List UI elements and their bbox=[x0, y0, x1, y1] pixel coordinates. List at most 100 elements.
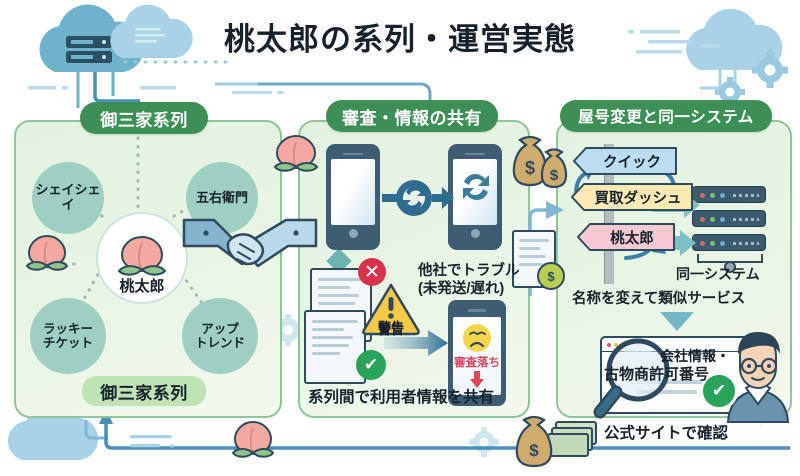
warning-badge-value: 警告 bbox=[377, 322, 404, 337]
browser-content-lines bbox=[602, 352, 748, 394]
led-blue bbox=[720, 216, 725, 222]
check-icon: ✔ bbox=[700, 372, 738, 410]
money-bag-icon: $ bbox=[515, 415, 597, 468]
server-caption: 同一システム bbox=[676, 266, 760, 282]
trouble-caption: 他社でトラブル (未発送/遅れ) bbox=[418, 262, 520, 298]
node-sheisei[interactable]: シェイシェイ bbox=[32, 162, 104, 234]
peach-icon bbox=[25, 234, 69, 271]
doc-line bbox=[318, 278, 364, 281]
phone-speaker bbox=[343, 153, 363, 155]
doc-line bbox=[318, 302, 355, 305]
sync-icon bbox=[463, 174, 489, 200]
gear-icon bbox=[715, 48, 788, 107]
sign-momotaro: 桃太郎 bbox=[577, 223, 675, 251]
node-label-line1: アップ bbox=[201, 321, 239, 336]
doc-line bbox=[312, 336, 354, 339]
svg-text:$: $ bbox=[529, 441, 539, 460]
server-vents bbox=[733, 218, 759, 221]
server-vents bbox=[733, 242, 759, 245]
led-blue bbox=[720, 192, 725, 198]
warning-badge-label: 警告 bbox=[366, 322, 416, 338]
doc-line bbox=[312, 352, 340, 355]
doc-line bbox=[318, 294, 360, 297]
phone-speaker bbox=[468, 309, 486, 312]
server-icon bbox=[692, 234, 766, 251]
server-icon bbox=[692, 210, 766, 227]
phone-screen: 審査落ち bbox=[453, 316, 501, 395]
flow-arrow bbox=[384, 330, 448, 356]
node-label-line2: チケット bbox=[42, 336, 93, 350]
warning-badge-text: 警告 bbox=[378, 320, 404, 335]
led-red bbox=[700, 192, 705, 198]
node-lucky-ticket[interactable]: ラッキー チケット bbox=[30, 298, 106, 374]
server-icon bbox=[692, 186, 766, 203]
money-bag-icon: $ $ bbox=[512, 135, 568, 189]
phone-speaker bbox=[465, 153, 485, 155]
server-vents bbox=[733, 194, 759, 197]
node-momotaro-center[interactable]: 桃太郎 bbox=[96, 212, 188, 304]
panel-yago-title: 屋号変更と同一システム bbox=[560, 100, 772, 132]
panel-keiretsu-title: 御三家系列 bbox=[80, 102, 208, 134]
sad-face-icon bbox=[463, 323, 491, 352]
doc-line bbox=[519, 263, 543, 266]
cloud-icon bbox=[110, 4, 193, 58]
sign-momotaro-text: 桃太郎 bbox=[610, 229, 654, 247]
gear-icon bbox=[469, 427, 499, 457]
doc-line bbox=[519, 239, 549, 242]
cloud-icon bbox=[686, 8, 783, 71]
content-line bbox=[636, 390, 698, 394]
server-icon bbox=[66, 36, 112, 63]
flow-connector-right bbox=[528, 201, 564, 296]
browser-info-line2: 古物商許可番号 bbox=[604, 366, 710, 383]
sign-kaitori-text: 買取ダッシュ bbox=[595, 189, 682, 207]
sign-quick: クイック bbox=[573, 147, 677, 175]
share-caption: 系列間で利用者情報を共有 bbox=[308, 389, 495, 406]
led-green bbox=[710, 216, 715, 222]
dot-yellow bbox=[614, 342, 618, 347]
phone-screen bbox=[453, 159, 497, 225]
peach-icon bbox=[117, 235, 167, 276]
doc-line bbox=[312, 320, 358, 323]
check-icon: ✔ bbox=[356, 350, 386, 380]
panel-keiretsu-footer: 御三家系列 bbox=[82, 376, 206, 406]
svg-text:$: $ bbox=[550, 167, 559, 184]
sign-quick-text: クイック bbox=[603, 154, 661, 171]
browser-info-line1: 会社情報・ bbox=[660, 348, 730, 364]
phone-screen bbox=[331, 159, 375, 225]
svg-text:$: $ bbox=[525, 158, 535, 178]
person-icon bbox=[726, 332, 790, 423]
doc-line bbox=[519, 255, 546, 258]
server-base-connector bbox=[697, 254, 763, 273]
sync-icon bbox=[382, 180, 454, 216]
phone-home-button bbox=[348, 229, 358, 238]
node-uptrend[interactable]: アップ トレンド bbox=[182, 298, 258, 374]
trouble-line-1: 他社でトラブル bbox=[418, 263, 520, 279]
document-approved bbox=[304, 310, 366, 384]
page-title: 桃太郎の系列・運営実態 bbox=[224, 22, 576, 57]
peach-icon bbox=[231, 420, 275, 458]
phone-result: 審査落ち bbox=[448, 300, 506, 406]
coin-icon: $ bbox=[537, 262, 565, 290]
panel-shinsa-title: 審査・情報の共有 bbox=[326, 100, 498, 132]
dot-red bbox=[607, 342, 611, 347]
led-blue bbox=[720, 240, 725, 246]
node-label-line1: ラッキー bbox=[42, 321, 93, 336]
doc-line bbox=[312, 328, 345, 331]
rename-caption: 名称を変えて類似サービス bbox=[572, 291, 746, 307]
led-green bbox=[710, 192, 715, 198]
warning-triangle-icon: 警告 bbox=[362, 283, 420, 336]
led-green bbox=[710, 240, 715, 246]
cross-icon: ✕ bbox=[358, 258, 386, 286]
down-arrow-icon bbox=[470, 370, 484, 388]
node-momotaro-label: 桃太郎 bbox=[119, 278, 165, 295]
doc-line bbox=[318, 286, 351, 289]
trouble-line-2: (未発送/遅れ) bbox=[418, 281, 505, 298]
led-red bbox=[700, 240, 705, 246]
node-label: 五右衛門 bbox=[195, 189, 248, 205]
down-arrow-icon bbox=[660, 312, 694, 331]
peach-icon bbox=[273, 134, 319, 172]
magnifier-icon bbox=[593, 338, 670, 419]
handshake-icon bbox=[182, 218, 318, 268]
doc-line bbox=[312, 344, 349, 347]
